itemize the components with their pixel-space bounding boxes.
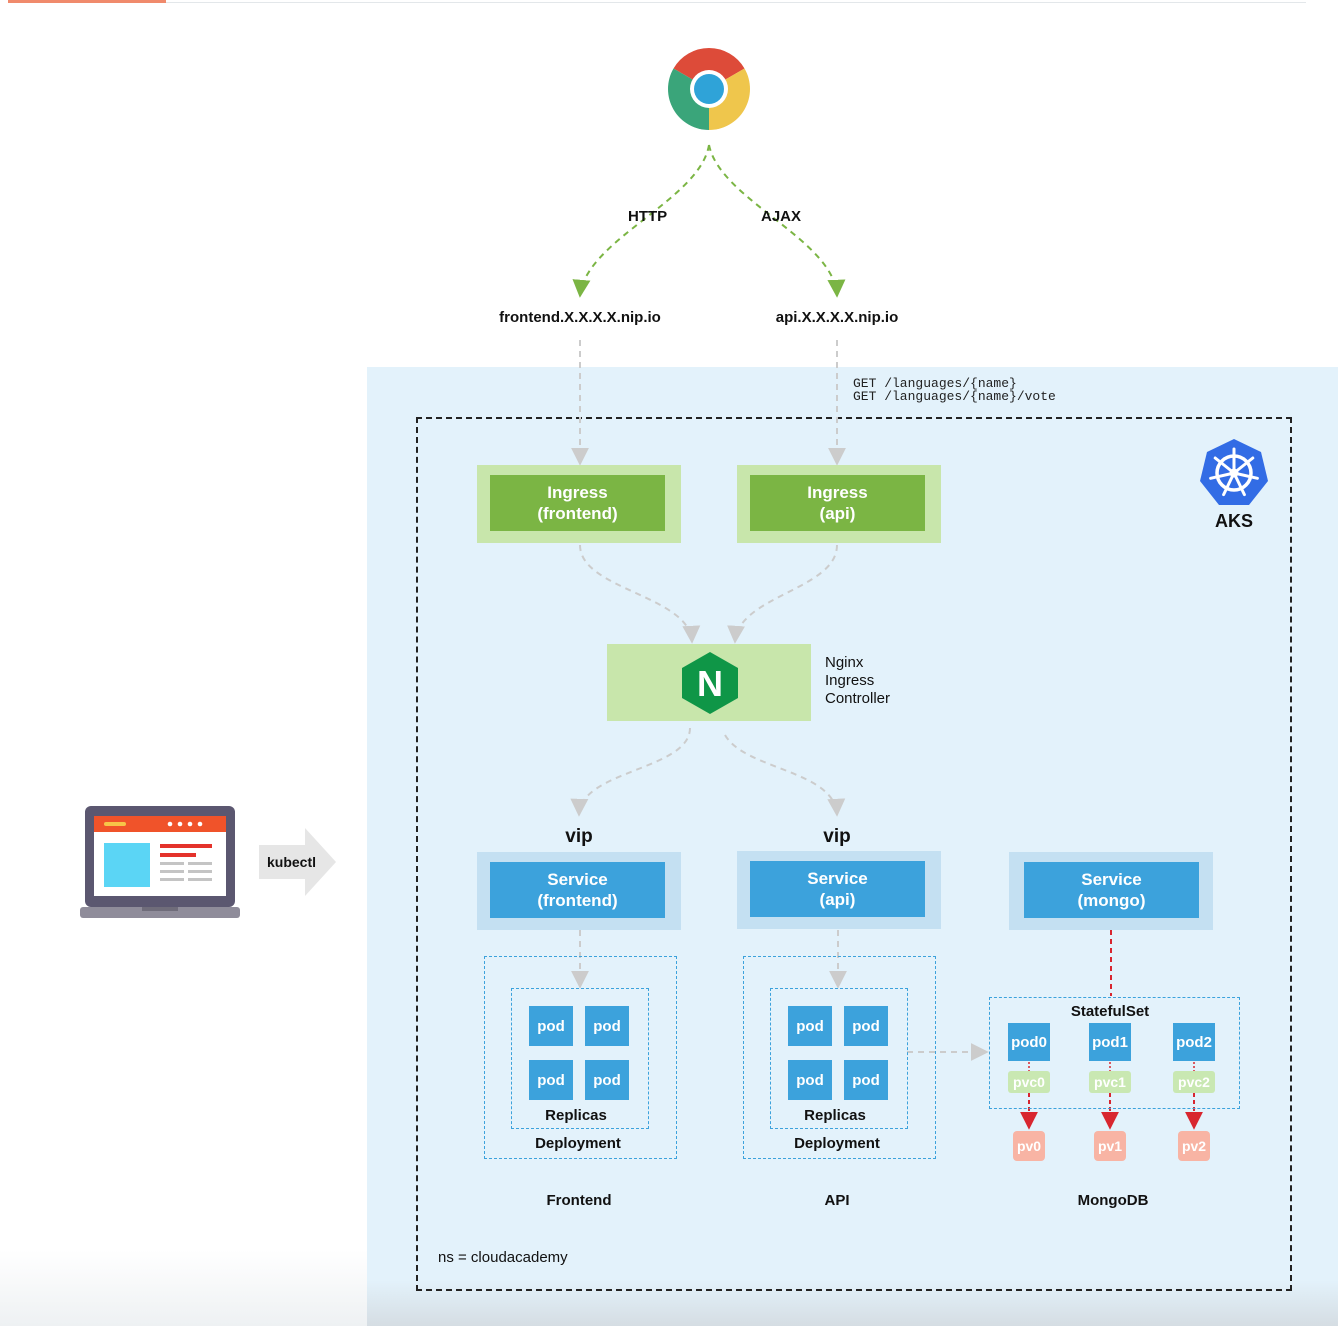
ingress-frontend-box: Ingress (frontend): [490, 475, 665, 531]
arrow-right-icon: [259, 828, 336, 896]
kubectl-label: kubectl: [267, 854, 317, 870]
frontend-pod: pod: [585, 1060, 629, 1100]
vip-frontend: vip: [565, 826, 593, 847]
nginx-to-api-vip: [724, 734, 846, 817]
service-api: Service (api): [737, 851, 941, 929]
section-frontend: Frontend: [546, 1192, 612, 1209]
namespace-label: ns = cloudacademy: [438, 1249, 568, 1266]
section-mongodb: MongoDB: [1077, 1192, 1149, 1209]
cluster-bottom-fade: [367, 1280, 1338, 1326]
frontend-deployment-label: Deployment: [535, 1135, 621, 1152]
api-pod: pod: [844, 1060, 888, 1100]
nginx-label-2: Ingress: [825, 672, 875, 689]
service-mongo-title: Service: [1081, 870, 1142, 889]
mongo-pv0: pv0: [1013, 1131, 1045, 1161]
frontend-pod: pod: [585, 1006, 629, 1046]
nginx-label-1: Nginx: [825, 654, 864, 671]
service-mongo: Service (mongo): [1009, 852, 1213, 930]
ingress-api-sub: (api): [819, 504, 856, 523]
aks-label: AKS: [1214, 511, 1254, 531]
frontend-deployment: [484, 956, 677, 1159]
laptop-icon: [80, 806, 240, 918]
service-api-sub: (api): [819, 890, 856, 909]
api-pod: pod: [788, 1006, 832, 1046]
top-accent-bar: [8, 0, 166, 3]
statefulset-label: StatefulSet: [1070, 1003, 1150, 1020]
api-replicas: [770, 988, 908, 1129]
api-host: api.X.X.X.X.nip.io: [775, 309, 899, 326]
ajax-label: AJAX: [761, 208, 802, 225]
frontend-replicas-label: Replicas: [545, 1107, 607, 1124]
service-api-title: Service: [807, 869, 868, 888]
ingress-api: Ingress (api): [737, 465, 941, 543]
api-route-1: GET /languages/{name}: [853, 376, 1017, 391]
nginx-label-3: Controller: [825, 690, 891, 707]
top-divider: [166, 2, 1306, 3]
service-frontend: Service (frontend): [477, 852, 681, 930]
section-api: API: [824, 1192, 850, 1209]
bottom-fade: [0, 1250, 367, 1326]
ingress-frontend: Ingress (frontend): [477, 465, 681, 543]
service-frontend-sub: (frontend): [537, 891, 618, 910]
service-frontend-box: Service (frontend): [490, 862, 665, 918]
kubernetes-icon: [1200, 439, 1268, 505]
http-label: HTTP: [628, 208, 668, 225]
mongo-pv2: pv2: [1178, 1131, 1210, 1161]
namespace-boundary: [416, 417, 1292, 1291]
nginx-to-frontend-vip: [570, 727, 691, 817]
ingress-api-to-nginx: [727, 544, 838, 644]
ingress-api-title: Ingress: [807, 483, 868, 502]
api-route-2: GET /languages/{name}/vote: [853, 389, 1056, 404]
ingress-api-box: Ingress (api): [750, 475, 925, 531]
api-deployment: [743, 956, 936, 1159]
mongo-pv1: pv1: [1094, 1131, 1126, 1161]
nginx-letter: N: [697, 663, 723, 704]
mongo-pvc0: pvc0: [1008, 1071, 1050, 1093]
frontend-pod: pod: [529, 1006, 573, 1046]
frontend-pod: pod: [529, 1060, 573, 1100]
mongo-pvc2: pvc2: [1173, 1071, 1215, 1093]
frontend-replicas: [511, 988, 649, 1129]
ajax-arrow: [708, 144, 846, 298]
mongo-statefulset: [989, 997, 1240, 1109]
mongo-pod2: pod2: [1173, 1023, 1215, 1061]
mongo-pod0: pod0: [1008, 1023, 1050, 1061]
http-arrow: [572, 144, 710, 298]
service-frontend-title: Service: [547, 870, 608, 889]
ingress-frontend-sub: (frontend): [537, 504, 618, 523]
frontend-host: frontend.X.X.X.X.nip.io: [499, 309, 661, 326]
nginx-icon: N: [682, 652, 738, 714]
ingress-frontend-title: Ingress: [547, 483, 608, 502]
service-mongo-box: Service (mongo): [1024, 862, 1199, 918]
service-mongo-sub: (mongo): [1077, 891, 1146, 910]
api-pod: pod: [788, 1060, 832, 1100]
mongo-pod1: pod1: [1089, 1023, 1131, 1061]
ingress-frontend-to-nginx: [579, 544, 701, 644]
api-pod: pod: [844, 1006, 888, 1046]
chrome-icon: [668, 48, 750, 130]
mongo-pvc1: pvc1: [1089, 1071, 1131, 1093]
api-replicas-label: Replicas: [804, 1107, 866, 1124]
service-api-box: Service (api): [750, 861, 925, 917]
vip-api: vip: [823, 826, 851, 847]
api-deployment-label: Deployment: [794, 1135, 880, 1152]
